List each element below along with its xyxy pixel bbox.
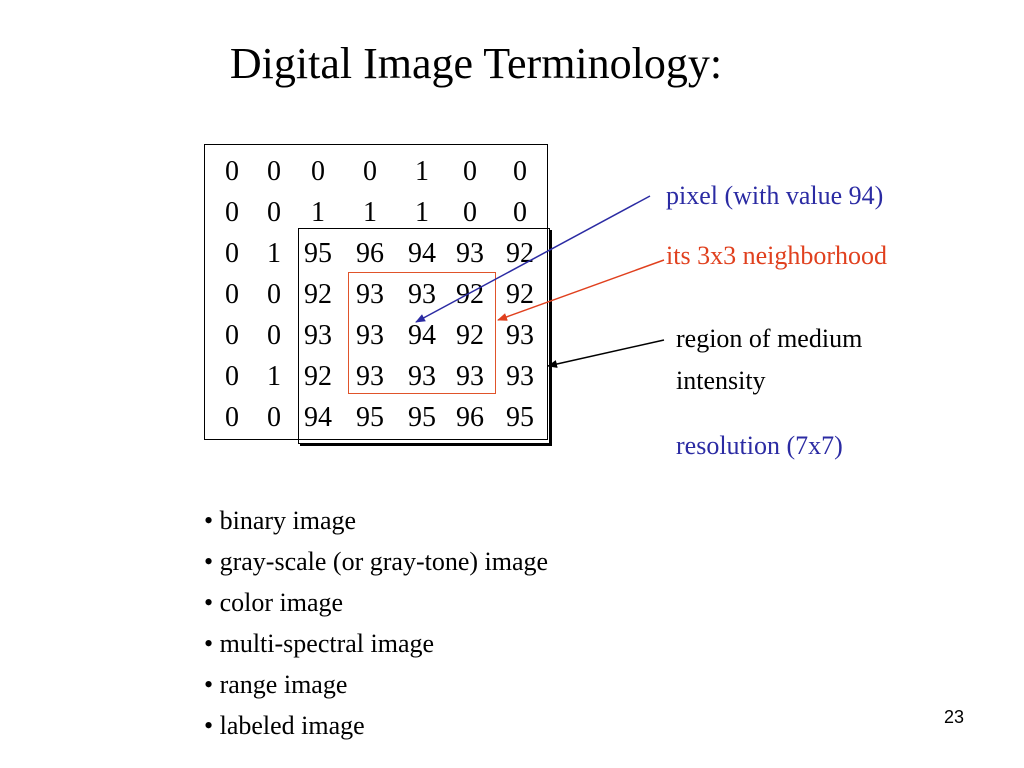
slide-title: Digital Image Terminology: bbox=[229, 39, 723, 88]
pixel-value-cell: 1 bbox=[415, 156, 429, 187]
region-annotation-line-2: intensity bbox=[676, 366, 766, 395]
list-item: color image bbox=[204, 582, 548, 623]
region-arrow bbox=[547, 339, 665, 368]
pixel-value-cell: 0 bbox=[267, 156, 281, 187]
pixel-value-cell: 0 bbox=[267, 197, 281, 228]
page-number: 23 bbox=[943, 707, 964, 727]
pixel-value-cell: 0 bbox=[513, 197, 527, 228]
pixel-value-cell: 1 bbox=[415, 197, 429, 228]
pixel-value-cell: 0 bbox=[225, 156, 239, 187]
pixel-value-cell: 92 bbox=[506, 279, 534, 310]
pixel-value-cell: 0 bbox=[513, 156, 527, 187]
pixel-annotation: pixel (with value 94) bbox=[666, 181, 884, 210]
list-item: gray-scale (or gray-tone) image bbox=[204, 541, 548, 582]
pixel-value-cell: 94 bbox=[304, 402, 332, 433]
pixel-value-cell: 0 bbox=[463, 197, 477, 228]
list-item: labeled image bbox=[204, 705, 548, 746]
pixel-value-cell: 95 bbox=[356, 402, 384, 433]
pixel-value-cell: 93 bbox=[356, 279, 384, 310]
pixel-value-cell: 93 bbox=[456, 361, 484, 392]
pixel-value-cell: 93 bbox=[408, 361, 436, 392]
pixel-value-cell: 0 bbox=[225, 402, 239, 433]
region-annotation-line-1: region of medium bbox=[676, 324, 863, 353]
pixel-value-cell: 0 bbox=[463, 156, 477, 187]
pixel-value-cell: 0 bbox=[225, 361, 239, 392]
pixel-value-cell: 96 bbox=[456, 402, 484, 433]
pixel-value-cell: 92 bbox=[456, 279, 484, 310]
pixel-value-cell: 95 bbox=[304, 238, 332, 269]
pixel-value-cell: 1 bbox=[267, 238, 281, 269]
neighborhood-annotation: its 3x3 neighborhood bbox=[666, 241, 887, 270]
pixel-value-cell: 93 bbox=[456, 238, 484, 269]
pixel-value-cell: 93 bbox=[506, 320, 534, 351]
region-annotation: region of medium intensity bbox=[676, 318, 862, 402]
pixel-value-cell: 94 bbox=[408, 320, 436, 351]
pixel-value-cell: 93 bbox=[506, 361, 534, 392]
pixel-value-cell: 0 bbox=[267, 320, 281, 351]
pixel-value-cell: 96 bbox=[356, 238, 384, 269]
pixel-value-cell: 95 bbox=[408, 402, 436, 433]
pixel-value-cell: 93 bbox=[356, 320, 384, 351]
pixel-value-cell: 0 bbox=[311, 156, 325, 187]
pixel-value-cell: 0 bbox=[225, 197, 239, 228]
pixel-value-cell: 1 bbox=[267, 361, 281, 392]
pixel-value-cell: 92 bbox=[304, 361, 332, 392]
pixel-value-cell: 93 bbox=[304, 320, 332, 351]
pixel-value-cell: 1 bbox=[363, 197, 377, 228]
pixel-value-cell: 95 bbox=[506, 402, 534, 433]
pixel-value-cell: 92 bbox=[304, 279, 332, 310]
terminology-list: binary image gray-scale (or gray-tone) i… bbox=[204, 500, 548, 746]
pixel-value-cell: 93 bbox=[408, 279, 436, 310]
list-item: binary image bbox=[204, 500, 548, 541]
pixel-value-cell: 92 bbox=[506, 238, 534, 269]
pixel-value-cell: 0 bbox=[225, 238, 239, 269]
pixel-value-cell: 0 bbox=[267, 279, 281, 310]
pixel-value-cell: 92 bbox=[456, 320, 484, 351]
pixel-value-cell: 93 bbox=[356, 361, 384, 392]
pixel-value-cell: 0 bbox=[363, 156, 377, 187]
pixel-value-cell: 0 bbox=[225, 279, 239, 310]
list-item: multi-spectral image bbox=[204, 623, 548, 664]
pixel-value-cell: 94 bbox=[408, 238, 436, 269]
pixel-value-cell: 0 bbox=[267, 402, 281, 433]
resolution-annotation: resolution (7x7) bbox=[676, 431, 843, 460]
pixel-value-cell: 0 bbox=[225, 320, 239, 351]
list-item: range image bbox=[204, 664, 548, 705]
pixel-value-cell: 1 bbox=[311, 197, 325, 228]
